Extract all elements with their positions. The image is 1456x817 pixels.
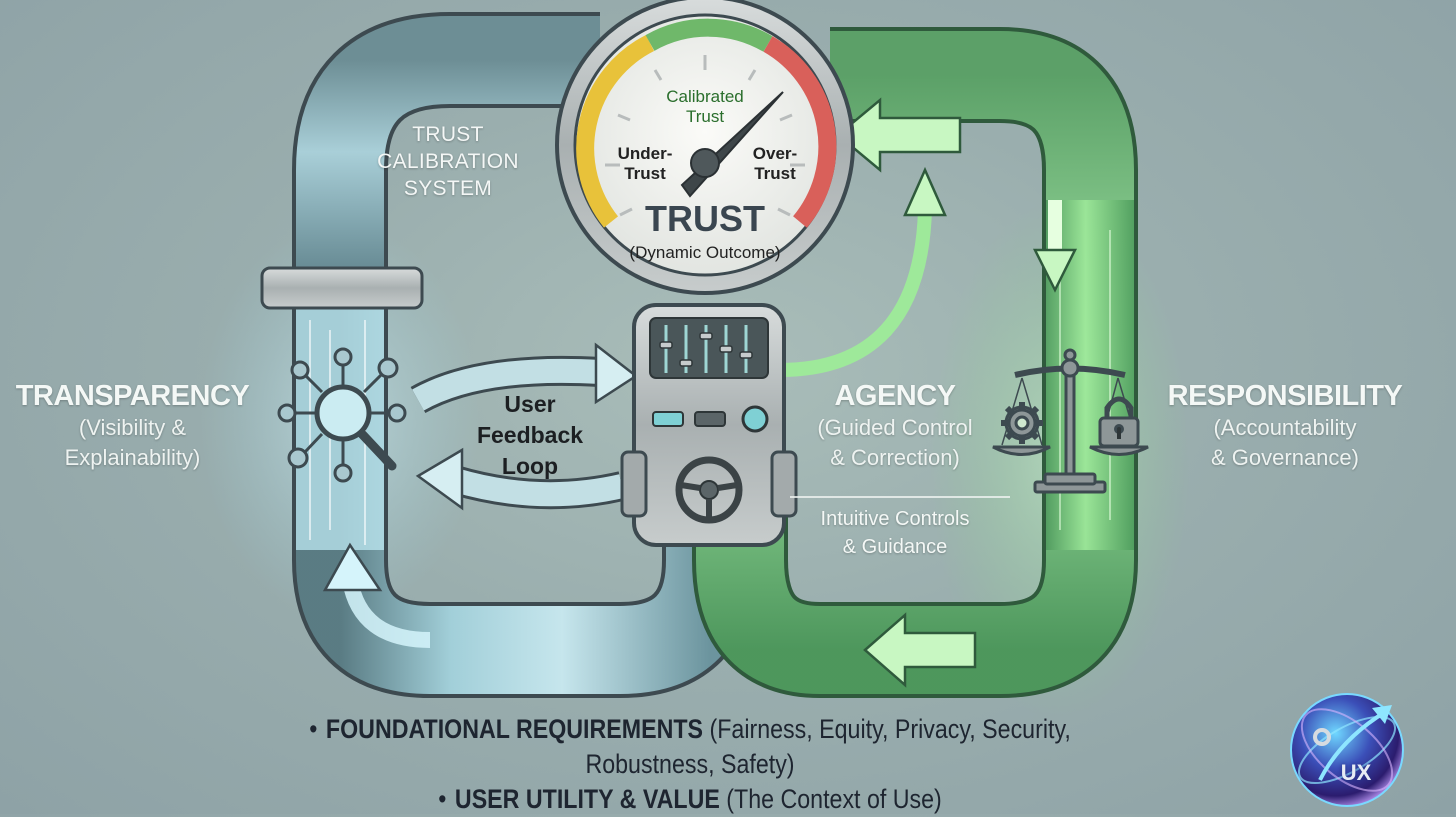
responsibility-pipe: [692, 27, 1138, 698]
system-label: TRUST CALIBRATION SYSTEM: [358, 121, 538, 202]
control-panel-icon: [620, 303, 798, 547]
steering-wheel-icon: [675, 456, 743, 524]
calibrated-trust-label: Calibrated Trust: [645, 87, 765, 127]
gauge-subtitle: (Dynamic Outcome): [629, 243, 781, 262]
system-label-line: SYSTEM: [403, 177, 493, 200]
foundational-requirements-line: •FOUNDATIONAL REQUIREMENTS (Fairness, Eq…: [251, 712, 1128, 747]
note-line: Intuitive Controls: [820, 508, 970, 530]
system-label-line: CALIBRATION: [377, 150, 519, 173]
pillar-subtitle: (Accountability: [1213, 415, 1357, 440]
pillar-title: RESPONSIBILITY: [1167, 380, 1403, 412]
label-line: Calibrated: [666, 87, 744, 106]
under-trust-zone: [576, 34, 655, 228]
over-trust-zone: [763, 36, 837, 228]
pillar-subtitle: Explainability): [64, 445, 201, 470]
magnifier-network-icon: [277, 347, 407, 483]
pillar-subtitle: & Governance): [1211, 445, 1359, 470]
user-utility-line: •USER UTILITY & VALUE (The Context of Us…: [251, 782, 1128, 817]
balance-scale-icon: [992, 348, 1149, 494]
calibrated-trust-zone: [645, 18, 773, 52]
under-trust-label: Under- Trust: [605, 144, 685, 184]
pillar-agency: AGENCY (Guided Control & Correction): [795, 380, 995, 473]
bullet: •: [438, 784, 447, 814]
agency-note: Intuitive Controls & Guidance: [795, 505, 995, 561]
lock-icon: [1098, 396, 1140, 448]
label-line: Trust: [685, 107, 725, 126]
system-label-line: TRUST: [412, 123, 484, 146]
label-line: User: [504, 391, 556, 417]
pillar-transparency: TRANSPARENCY (Visibility & Explainabilit…: [5, 380, 260, 473]
feedback-loop-label: User Feedback Loop: [460, 389, 600, 482]
feedback-loop-arrows: [410, 342, 639, 511]
pillar-subtitle: (Guided Control: [817, 415, 973, 440]
trust-gauge: [555, 0, 855, 295]
bottom-requirements: •FOUNDATIONAL REQUIREMENTS (Fairness, Eq…: [180, 712, 1200, 817]
foundational-title: FOUNDATIONAL REQUIREMENTS: [325, 714, 704, 744]
pillar-title: AGENCY: [834, 380, 956, 412]
pillar-title: TRANSPARENCY: [15, 380, 250, 412]
label-line: Feedback: [476, 422, 584, 448]
pillar-subtitle: (Visibility &: [78, 415, 187, 440]
pillar-subtitle: & Correction): [830, 445, 960, 470]
pillar-responsibility: RESPONSIBILITY (Accountability & Governa…: [1160, 380, 1410, 473]
label-line: Trust: [754, 164, 796, 183]
user-utility-title: USER UTILITY & VALUE: [454, 784, 720, 814]
gauge-title: TRUST: [645, 198, 765, 239]
over-trust-label: Over- Trust: [735, 144, 815, 184]
gear-icon: [1001, 402, 1043, 444]
note-line: & Guidance: [842, 536, 948, 558]
label-line: Over-: [752, 144, 798, 163]
label-line: Trust: [624, 164, 666, 183]
user-utility-detail: (The Context of Use): [719, 784, 942, 814]
foundational-detail-cont: Robustness, Safety): [585, 749, 795, 779]
logo-text: UX: [1340, 760, 1372, 785]
bullet: •: [309, 714, 318, 744]
label-line: Under-: [617, 144, 673, 163]
ux-globe-logo-icon: [1290, 693, 1404, 807]
foundational-detail: (Fairness, Equity, Privacy, Security,: [703, 714, 1071, 744]
label-line: Loop: [501, 453, 559, 479]
